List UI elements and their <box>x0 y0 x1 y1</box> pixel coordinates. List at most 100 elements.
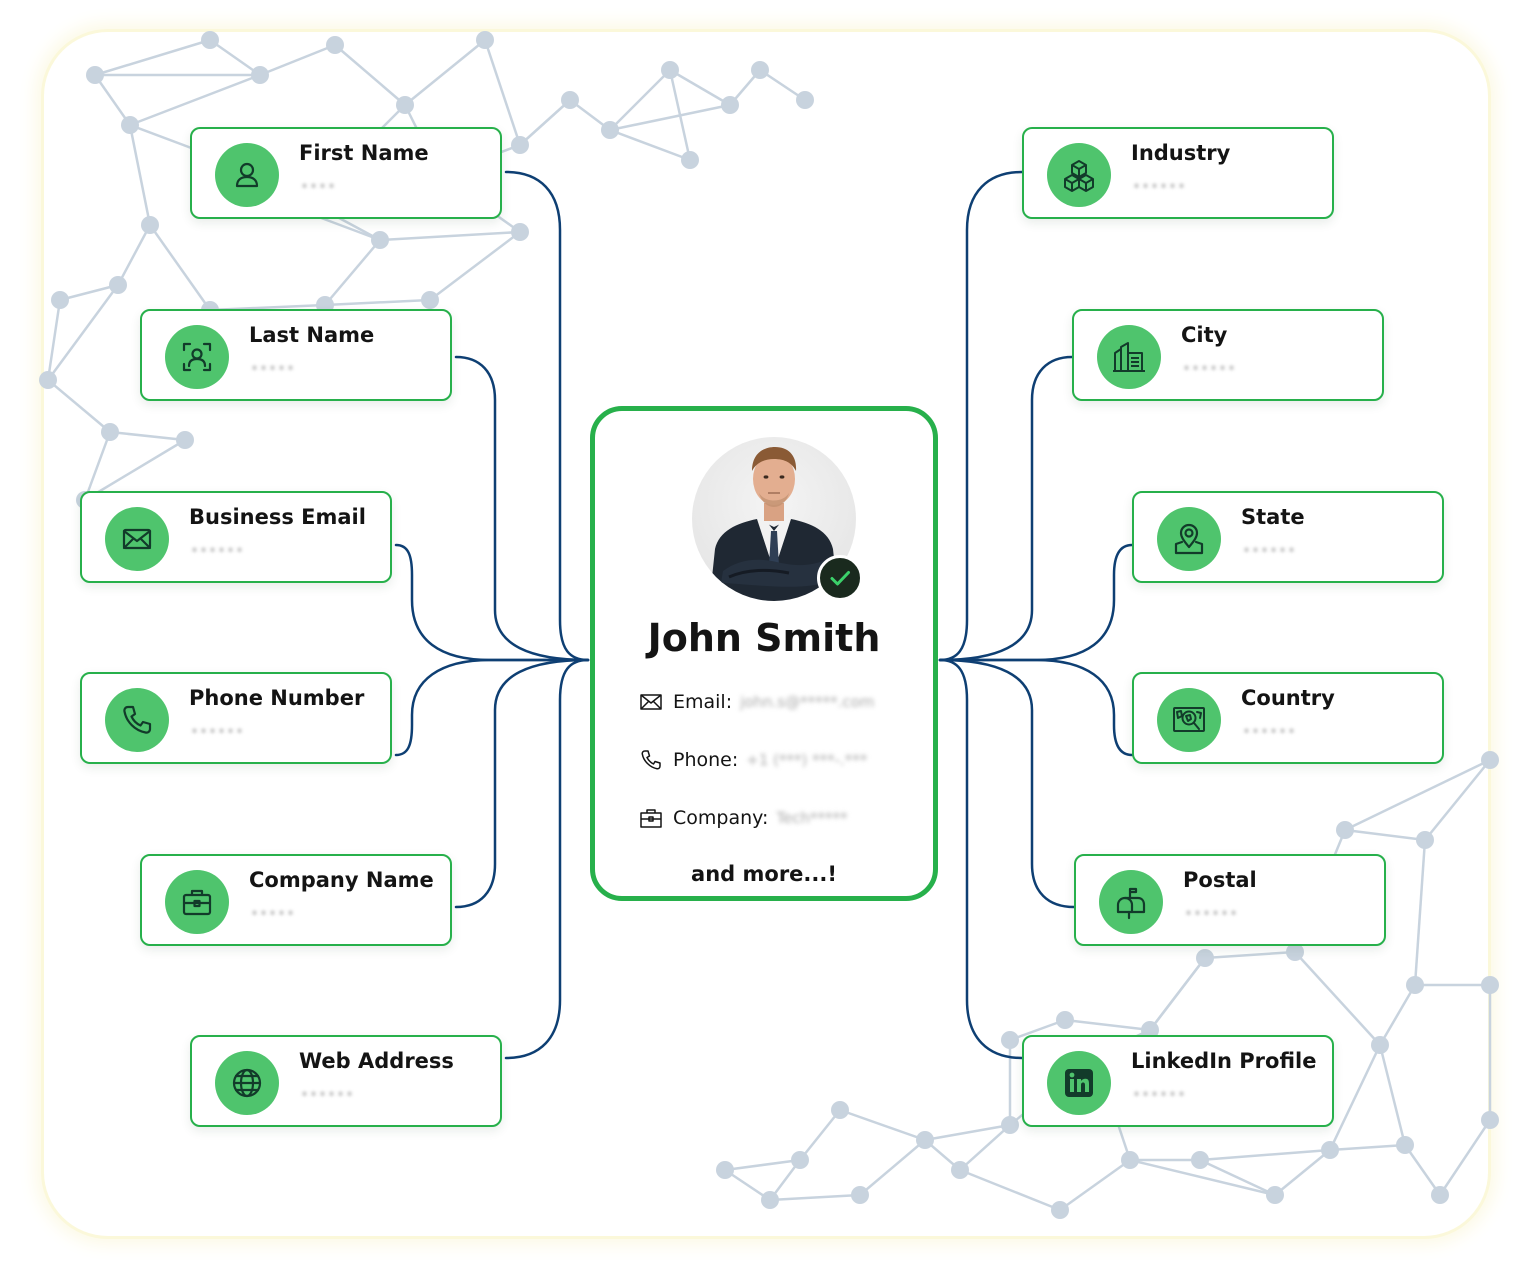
network-link <box>799 1109 841 1161</box>
field-card-phone-number: Phone Number ****** <box>80 672 392 764</box>
network-node <box>396 96 414 114</box>
mailbox-icon <box>1099 870 1163 934</box>
user-icon <box>215 143 279 207</box>
network-link <box>209 38 261 77</box>
network-link <box>609 128 691 162</box>
network-link <box>94 38 211 77</box>
network-link <box>129 73 261 127</box>
network-node <box>371 231 389 249</box>
network-link <box>609 69 671 131</box>
network-link <box>83 431 112 501</box>
network-node <box>201 31 219 49</box>
network-node <box>1431 1186 1449 1204</box>
network-node <box>1141 1021 1159 1039</box>
network-node <box>1056 1011 1074 1029</box>
detail-value: Tech***** <box>776 809 848 827</box>
masked-value: ****** <box>1133 181 1187 197</box>
phone-icon <box>105 688 169 752</box>
network-node <box>721 96 739 114</box>
network-link <box>519 99 571 146</box>
network-node <box>1481 1111 1499 1129</box>
field-label: Web Address <box>299 1049 454 1073</box>
network-node <box>109 276 127 294</box>
field-card-state: State ****** <box>1132 491 1444 583</box>
network-node <box>511 223 529 241</box>
field-label: Industry <box>1131 141 1231 165</box>
network-node <box>101 423 119 441</box>
field-card-business-email: Business Email ****** <box>80 491 392 583</box>
network-link <box>84 438 186 502</box>
masked-value: ****** <box>1243 545 1297 561</box>
detail-value: john.s@*****.com <box>740 693 875 711</box>
network-link <box>1009 1018 1066 1042</box>
map-pin-icon <box>1157 507 1221 571</box>
field-label: City <box>1181 323 1228 347</box>
network-node <box>1266 1186 1284 1204</box>
network-link <box>324 239 381 306</box>
network-node <box>1406 976 1424 994</box>
network-node <box>681 151 699 169</box>
phone-icon <box>641 750 661 770</box>
network-link <box>1199 1158 1276 1197</box>
network-link <box>1378 1044 1407 1146</box>
detail-label: Company: <box>673 807 769 829</box>
network-node <box>1051 1201 1069 1219</box>
network-link <box>1294 951 1381 1046</box>
network-node <box>476 31 494 49</box>
network-link <box>324 298 431 307</box>
detail-value: +1 (***) ***-.*** <box>746 751 868 769</box>
briefcase-icon <box>165 870 229 934</box>
network-link <box>46 299 62 381</box>
network-link <box>259 43 336 77</box>
cubes-icon <box>1047 143 1111 207</box>
field-card-last-name: Last Name ***** <box>140 309 452 401</box>
network-node <box>1191 1151 1209 1169</box>
network-node <box>1121 1151 1139 1169</box>
field-label: Company Name <box>249 868 434 892</box>
network-link <box>1274 1149 1331 1196</box>
network-link <box>59 283 119 302</box>
network-link <box>1059 1158 1131 1212</box>
mail-icon <box>640 694 662 710</box>
field-card-linkedin-profile: LinkedIn Profile ****** <box>1022 1035 1334 1127</box>
masked-value: ****** <box>1185 908 1239 924</box>
network-link <box>1344 828 1426 842</box>
network-node <box>1396 1136 1414 1154</box>
field-label: Phone Number <box>189 686 365 710</box>
field-card-country: Country ****** <box>1132 672 1444 764</box>
network-link <box>1149 957 1206 1031</box>
network-node <box>1286 943 1304 961</box>
network-link <box>148 224 212 311</box>
mail-icon <box>105 507 169 571</box>
masked-value: ****** <box>191 545 245 561</box>
network-node <box>796 91 814 109</box>
network-link <box>924 1123 1011 1142</box>
profile-card: John Smith Email: john.s@*****.com Phone… <box>590 406 938 901</box>
network-link <box>46 284 120 381</box>
network-node <box>951 1161 969 1179</box>
network-node <box>1001 1031 1019 1049</box>
network-node <box>141 216 159 234</box>
masked-value: ****** <box>301 1089 355 1105</box>
network-link <box>1199 1148 1331 1162</box>
field-label: Postal <box>1183 868 1257 892</box>
network-link <box>1424 759 1491 841</box>
network-node <box>1416 831 1434 849</box>
world-map-icon <box>1157 688 1221 752</box>
network-link <box>1204 950 1296 960</box>
network-link <box>759 68 806 102</box>
network-link <box>1378 984 1417 1046</box>
network-node <box>511 136 529 154</box>
network-link <box>109 430 186 442</box>
network-node <box>1336 821 1354 839</box>
network-node <box>601 121 619 139</box>
network-link <box>47 379 111 433</box>
field-label: First Name <box>299 141 429 165</box>
network-node <box>86 66 104 84</box>
network-node <box>1196 949 1214 967</box>
network-link <box>429 231 521 301</box>
buildings-icon <box>1097 325 1161 389</box>
globe-icon <box>215 1051 279 1115</box>
profile-avatar <box>692 437 856 601</box>
